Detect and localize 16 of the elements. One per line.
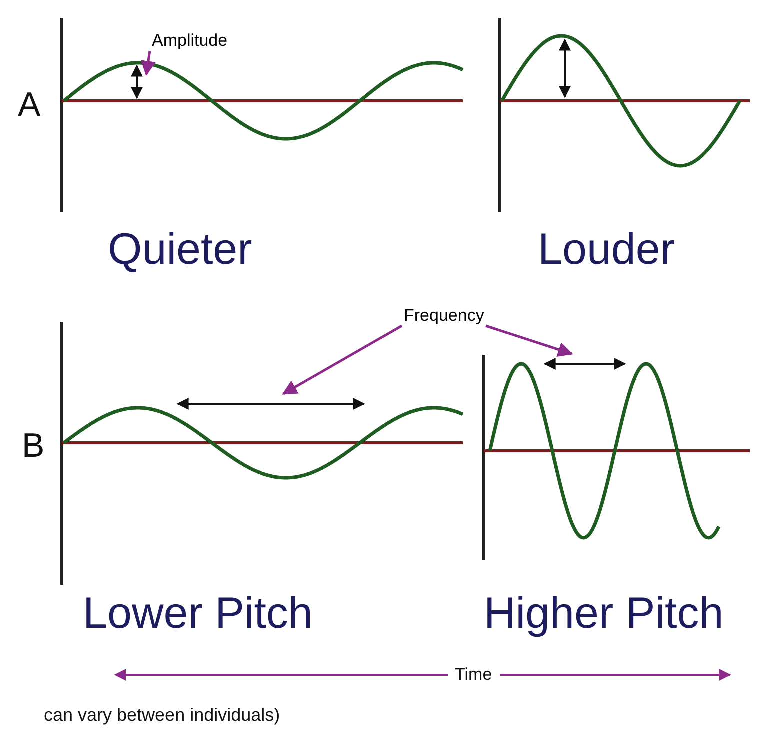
note-text: can vary between individuals) (44, 706, 280, 724)
caption-heading: Louder (538, 228, 676, 272)
double-arrow (131, 64, 143, 100)
caption-heading: Quieter (108, 228, 252, 272)
callout-label: Frequency (404, 307, 484, 324)
panel-letter: B (22, 429, 45, 463)
caption-heading: Higher Pitch (484, 592, 724, 636)
double-arrow (176, 398, 366, 410)
leader-line (141, 50, 156, 76)
callout-label: Amplitude (152, 32, 228, 49)
leader-line (282, 324, 403, 396)
axis-label: Time (455, 666, 492, 683)
leader-line (486, 324, 574, 357)
panel-letter: A (18, 88, 41, 122)
double-arrow (544, 358, 626, 370)
caption-heading: Lower Pitch (83, 592, 313, 636)
